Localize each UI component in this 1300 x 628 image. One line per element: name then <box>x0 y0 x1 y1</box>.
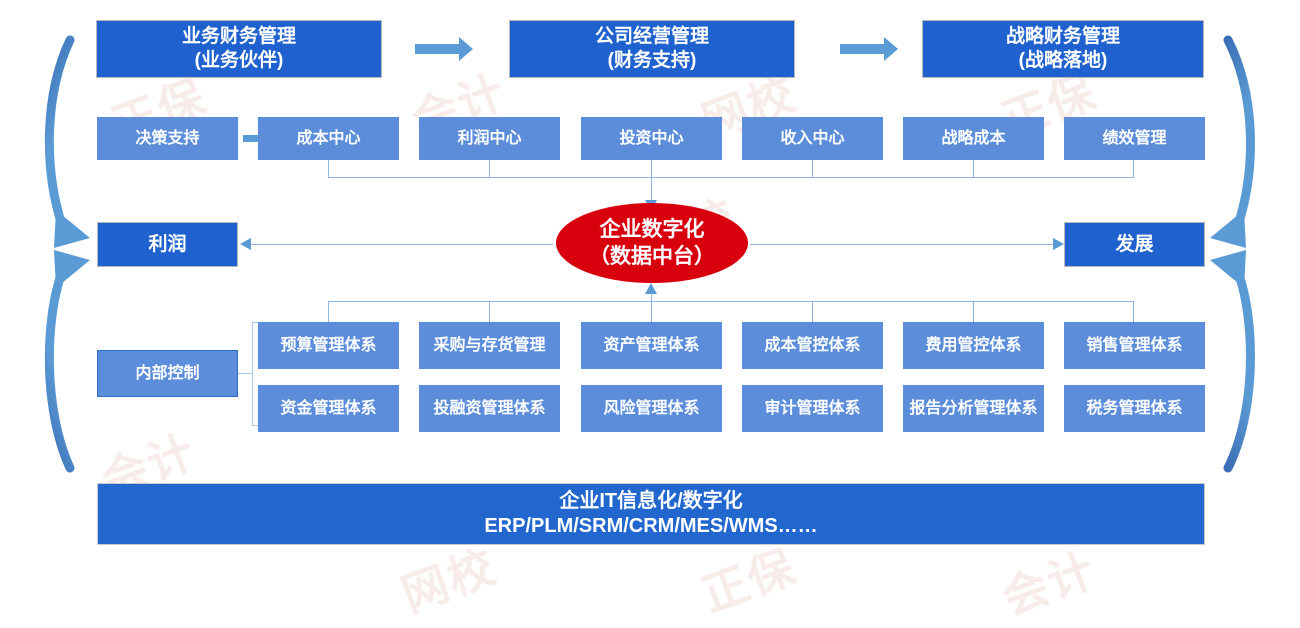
connector-vertical <box>973 301 974 322</box>
connector-vertical <box>651 160 652 178</box>
header-box-strategic-finance[interactable]: 战略财务管理 (战略落地) <box>922 20 1204 78</box>
footer-line2: ERP/PLM/SRM/CRM/MES/WMS…… <box>484 515 818 537</box>
header-box-line2: (业务伙伴) <box>194 50 284 71</box>
connector-bus-lower <box>328 301 1134 302</box>
system-box-label: 资产管理体系 <box>603 336 700 354</box>
connector-vertical <box>651 301 652 322</box>
system-box-risk[interactable]: 风险管理体系 <box>581 385 722 432</box>
connector-hub-to-profit <box>248 244 553 245</box>
internal-control-label: 内部控制 <box>135 364 200 382</box>
connector-vertical <box>812 160 813 178</box>
arrow-right-icon-2 <box>840 37 898 61</box>
arrow-head-up-icon <box>645 283 657 294</box>
connector-vertical <box>973 160 974 178</box>
center-box-strategic-cost[interactable]: 战略成本 <box>903 117 1044 160</box>
system-box-budget[interactable]: 预算管理体系 <box>258 322 399 369</box>
system-box-audit[interactable]: 审计管理体系 <box>742 385 883 432</box>
arrow-right-icon-1 <box>415 37 473 61</box>
system-box-label: 销售管理体系 <box>1086 336 1183 354</box>
connector-bus-upper <box>328 177 1134 178</box>
system-box-label: 风险管理体系 <box>603 399 700 417</box>
diagram-canvas: 正保 会计 网校 正保 会计 网校 正保 会计 网校 <box>44 20 1255 625</box>
system-box-asset[interactable]: 资产管理体系 <box>581 322 722 369</box>
system-box-sales[interactable]: 销售管理体系 <box>1064 322 1205 369</box>
connector-vertical <box>1133 160 1134 178</box>
center-box-investment-center[interactable]: 投资中心 <box>581 117 722 160</box>
outcome-box-development[interactable]: 发展 <box>1064 222 1205 267</box>
outcome-label: 发展 <box>1115 233 1154 255</box>
connector-vertical <box>1133 301 1134 322</box>
system-box-investment-financing[interactable]: 投融资管理体系 <box>419 385 560 432</box>
center-box-label: 成本中心 <box>296 129 361 147</box>
footer-line1: 企业IT信息化/数字化 <box>559 490 743 512</box>
system-box-label: 审计管理体系 <box>764 399 861 417</box>
connector-hub-to-development <box>750 244 1055 245</box>
center-box-profit-center[interactable]: 利润中心 <box>419 117 560 160</box>
header-box-line1: 公司经营管理 <box>594 26 709 48</box>
system-box-report-analysis[interactable]: 报告分析管理体系 <box>903 385 1044 432</box>
header-box-line2: (财务支持) <box>607 50 697 71</box>
center-box-label: 绩效管理 <box>1102 129 1167 147</box>
header-box-line1: 战略财务管理 <box>1005 26 1120 48</box>
hub-ellipse-digital-enterprise[interactable]: 企业数字化 （数据中台） <box>556 203 748 283</box>
connector-vertical <box>328 301 329 322</box>
internal-control-box[interactable]: 内部控制 <box>97 350 238 397</box>
system-box-label: 采购与存货管理 <box>433 336 546 354</box>
connector-vertical <box>328 160 329 178</box>
system-box-label: 成本管控体系 <box>764 336 861 354</box>
hub-line2: （数据中台） <box>589 245 715 268</box>
outcome-label: 利润 <box>148 233 187 255</box>
system-box-label: 费用管控体系 <box>925 336 1022 354</box>
bracket-stem <box>238 373 252 374</box>
center-box-label: 决策支持 <box>135 129 200 147</box>
system-box-label: 预算管理体系 <box>280 336 377 354</box>
outcome-box-profit[interactable]: 利润 <box>97 222 238 267</box>
header-box-company-operation[interactable]: 公司经营管理 (财务支持) <box>509 20 795 78</box>
arrow-head-left-icon <box>240 238 251 250</box>
system-box-tax[interactable]: 税务管理体系 <box>1064 385 1205 432</box>
connector-vertical <box>489 160 490 178</box>
system-box-label: 资金管理体系 <box>280 399 377 417</box>
header-box-line1: 业务财务管理 <box>181 26 296 48</box>
center-box-decision-support[interactable]: 决策支持 <box>97 117 238 160</box>
system-box-procurement-inventory[interactable]: 采购与存货管理 <box>419 322 560 369</box>
arrow-head-right-icon <box>1053 238 1064 250</box>
system-box-label: 报告分析管理体系 <box>909 399 1038 417</box>
watermark: 会计 <box>995 542 1104 625</box>
center-box-label: 战略成本 <box>941 129 1006 147</box>
center-box-label: 投资中心 <box>619 129 684 147</box>
header-box-business-finance[interactable]: 业务财务管理 (业务伙伴) <box>96 20 382 78</box>
center-box-label: 利润中心 <box>457 129 522 147</box>
system-box-label: 税务管理体系 <box>1086 399 1183 417</box>
connector-vertical <box>812 301 813 322</box>
center-box-cost-center[interactable]: 成本中心 <box>258 117 399 160</box>
system-box-expense-control[interactable]: 费用管控体系 <box>903 322 1044 369</box>
connector-vertical <box>489 301 490 322</box>
bracket-spine <box>252 322 253 425</box>
system-box-cost-control[interactable]: 成本管控体系 <box>742 322 883 369</box>
footer-bar-it-digitalization[interactable]: 企业IT信息化/数字化 ERP/PLM/SRM/CRM/MES/WMS…… <box>97 483 1205 545</box>
system-box-funds[interactable]: 资金管理体系 <box>258 385 399 432</box>
system-box-label: 投融资管理体系 <box>433 399 546 417</box>
header-box-line2: (战略落地) <box>1018 50 1108 71</box>
center-box-label: 收入中心 <box>780 129 845 147</box>
connector-hub-down <box>651 177 652 203</box>
center-box-revenue-center[interactable]: 收入中心 <box>742 117 883 160</box>
center-box-performance-mgmt[interactable]: 绩效管理 <box>1064 117 1205 160</box>
hub-line1: 企业数字化 <box>599 217 705 241</box>
